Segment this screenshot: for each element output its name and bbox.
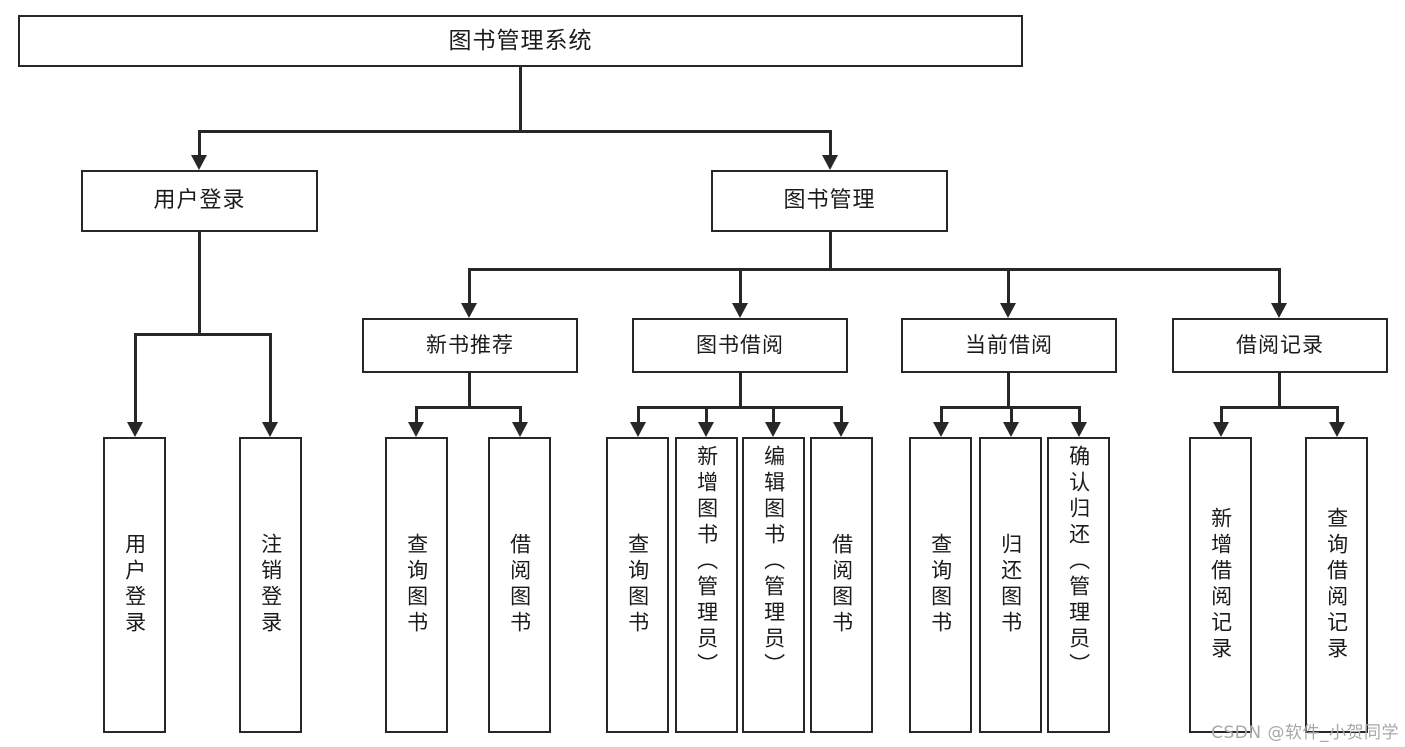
connector-br-to-leaf-2 — [1336, 406, 1339, 422]
leaf-label: 借阅图书 — [829, 533, 854, 637]
leaf-add-borrow-record[interactable]: 新增借阅记录 — [1189, 437, 1252, 733]
leaf-label: 确认归还（管理员） — [1066, 445, 1091, 679]
leaf-query-book-nbr[interactable]: 查询图书 — [385, 437, 448, 733]
node-book-borrow[interactable]: 图书借阅 — [632, 318, 848, 373]
connector-cb-to-leaf-3 — [1078, 406, 1081, 422]
arrow-to-leaf-cb-2 — [1003, 422, 1019, 437]
leaf-label: 查询借阅记录 — [1324, 507, 1349, 663]
node-label: 图书借阅 — [696, 333, 784, 358]
arrow-to-leaf-nbr-2 — [512, 422, 528, 437]
arrow-to-book-management — [822, 155, 838, 170]
arrow-to-leaf-cb-3 — [1071, 422, 1087, 437]
arrow-to-borrow-record — [1271, 303, 1287, 318]
connector-user-login-to-leaf-1 — [134, 333, 137, 422]
connector-cb-to-leaf-1 — [940, 406, 943, 422]
node-book-management[interactable]: 图书管理 — [711, 170, 948, 232]
node-new-book-recommend[interactable]: 新书推荐 — [362, 318, 578, 373]
connector-nbr-stem — [468, 373, 471, 408]
leaf-query-borrow-record[interactable]: 查询借阅记录 — [1305, 437, 1368, 733]
leaf-return-book[interactable]: 归还图书 — [979, 437, 1042, 733]
connector-root-to-user-login — [198, 130, 201, 155]
connector-nbr-to-leaf-1 — [415, 406, 418, 422]
arrow-to-leaf-logout — [262, 422, 278, 437]
connector-cb-to-leaf-2 — [1010, 406, 1013, 422]
connector-bb-to-leaf-4 — [840, 406, 843, 422]
node-label: 图书管理系统 — [448, 27, 593, 54]
leaf-query-book-cb[interactable]: 查询图书 — [909, 437, 972, 733]
connector-br-to-leaf-1 — [1220, 406, 1223, 422]
arrow-to-user-login — [191, 155, 207, 170]
node-label: 图书管理 — [783, 188, 876, 214]
arrow-to-leaf-bb-4 — [833, 422, 849, 437]
connector-bb-to-leaf-2 — [705, 406, 708, 422]
arrow-to-new-book-recommend — [461, 303, 477, 318]
connector-book-management-stem — [829, 232, 832, 270]
leaf-label: 编辑图书（管理员） — [761, 445, 786, 679]
leaf-label: 归还图书 — [998, 533, 1023, 637]
leaf-borrow-book-nbr[interactable]: 借阅图书 — [488, 437, 551, 733]
node-borrow-record[interactable]: 借阅记录 — [1172, 318, 1388, 373]
node-label: 借阅记录 — [1236, 333, 1324, 358]
arrow-to-leaf-nbr-1 — [408, 422, 424, 437]
connector-br-stem — [1278, 373, 1281, 408]
arrow-to-leaf-bb-2 — [698, 422, 714, 437]
node-label: 当前借阅 — [965, 333, 1053, 358]
leaf-logout[interactable]: 注销登录 — [239, 437, 302, 733]
node-label: 用户登录 — [153, 188, 246, 214]
connector-bb-stem — [739, 373, 742, 408]
connector-nbr-to-leaf-2 — [519, 406, 522, 422]
csdn-watermark: CSDN @软件_小贺同学 — [1211, 723, 1399, 743]
connector-root-bar — [198, 130, 831, 133]
node-root-book-management-system[interactable]: 图书管理系统 — [18, 15, 1023, 67]
leaf-query-book-bb[interactable]: 查询图书 — [606, 437, 669, 733]
leaf-label: 借阅图书 — [507, 533, 532, 637]
leaf-label: 用户登录 — [122, 533, 147, 637]
leaf-label: 查询图书 — [625, 533, 650, 637]
connector-bm-to-borrow-record — [1278, 268, 1281, 303]
connector-bb-bar — [637, 406, 842, 409]
arrow-to-leaf-bb-3 — [765, 422, 781, 437]
connector-cb-stem — [1007, 373, 1010, 408]
leaf-label: 新增图书（管理员） — [694, 445, 719, 679]
connector-br-bar — [1220, 406, 1338, 409]
leaf-label: 注销登录 — [258, 533, 283, 637]
connector-user-login-to-leaf-2 — [269, 333, 272, 422]
arrow-to-book-borrow — [732, 303, 748, 318]
arrow-to-current-borrow — [1000, 303, 1016, 318]
node-current-borrow[interactable]: 当前借阅 — [901, 318, 1117, 373]
connector-user-login-stem — [198, 232, 201, 335]
leaf-user-login[interactable]: 用户登录 — [103, 437, 166, 733]
arrow-to-leaf-bb-1 — [630, 422, 646, 437]
leaf-label: 查询图书 — [928, 533, 953, 637]
connector-bb-to-leaf-1 — [637, 406, 640, 422]
arrow-to-leaf-br-2 — [1329, 422, 1345, 437]
connector-bm-to-current-borrow — [1007, 268, 1010, 303]
connector-root-to-book-management — [829, 130, 832, 155]
connector-book-management-bar — [468, 268, 1278, 271]
node-label: 新书推荐 — [426, 333, 514, 358]
connector-bm-to-book-borrow — [739, 268, 742, 303]
connector-bm-to-new-book — [468, 268, 471, 303]
connector-root-stem — [519, 67, 522, 130]
leaf-borrow-book-bb[interactable]: 借阅图书 — [810, 437, 873, 733]
leaf-label: 查询图书 — [404, 533, 429, 637]
leaf-confirm-return-admin[interactable]: 确认归还（管理员） — [1047, 437, 1110, 733]
arrow-to-leaf-user-login — [127, 422, 143, 437]
connector-nbr-bar — [415, 406, 521, 409]
leaf-add-book-admin[interactable]: 新增图书（管理员） — [675, 437, 738, 733]
arrow-to-leaf-br-1 — [1213, 422, 1229, 437]
connector-user-login-bar — [134, 333, 271, 336]
leaf-label: 新增借阅记录 — [1208, 507, 1233, 663]
connector-bb-to-leaf-3 — [772, 406, 775, 422]
leaf-edit-book-admin[interactable]: 编辑图书（管理员） — [742, 437, 805, 733]
node-user-login[interactable]: 用户登录 — [81, 170, 318, 232]
arrow-to-leaf-cb-1 — [933, 422, 949, 437]
